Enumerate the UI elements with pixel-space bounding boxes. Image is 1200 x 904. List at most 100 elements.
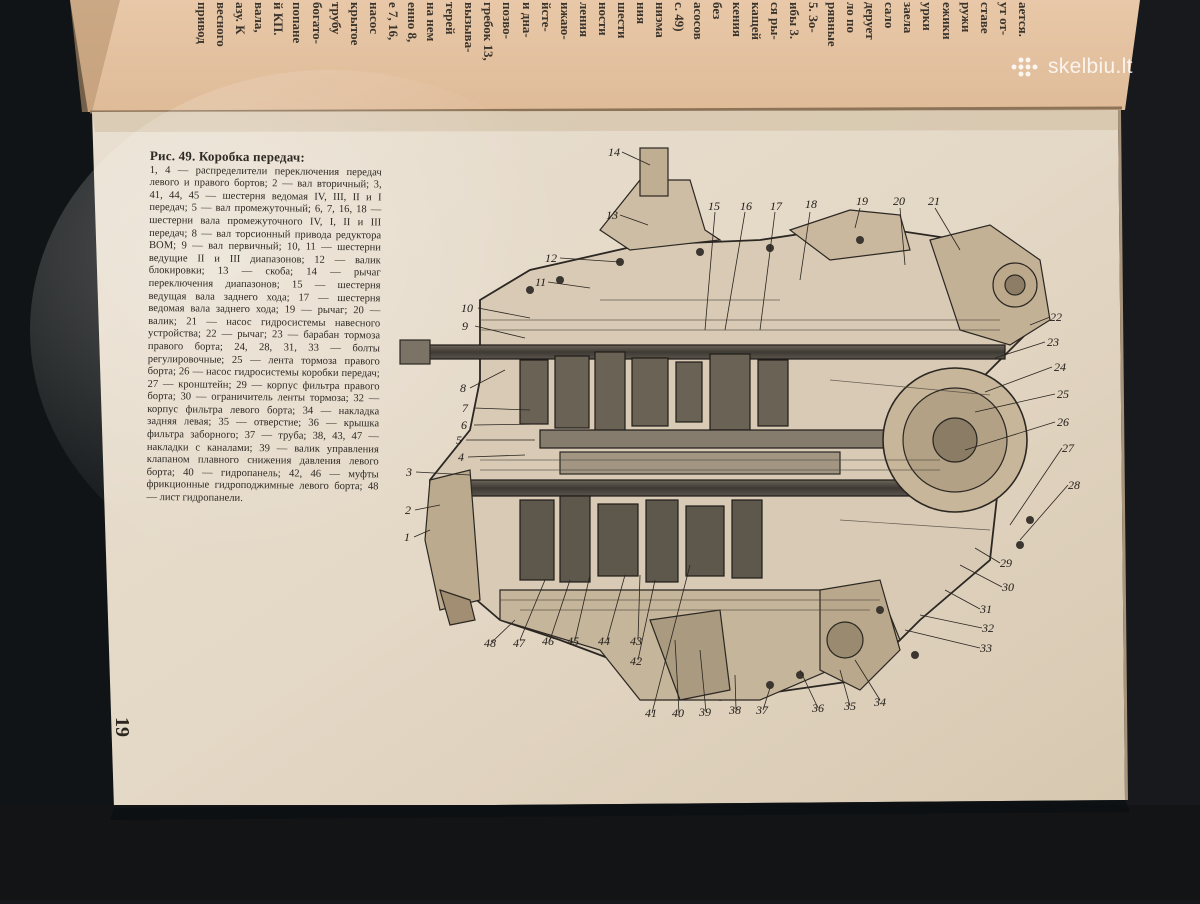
callout-43: 43	[630, 634, 642, 648]
top-page-fragment: и дна-	[519, 2, 535, 38]
top-page-fragment: 5. Зо-	[805, 2, 821, 33]
callout-41: 41	[645, 706, 657, 720]
top-page-fragment: гребок 13,	[481, 2, 497, 61]
top-page-fragment: е 7, 16,	[385, 2, 401, 41]
callout-46: 46	[542, 634, 554, 648]
top-page-fragment: весного	[214, 2, 230, 47]
callout-30: 30	[1001, 580, 1014, 594]
callout-34: 34	[873, 695, 886, 709]
callout-3: 3	[405, 465, 412, 479]
watermark-text: skelbiu.lt	[1048, 55, 1133, 78]
callout-22: 22	[1050, 310, 1062, 324]
callout-44: 44	[598, 634, 610, 648]
top-page-fragment: попане	[290, 2, 306, 44]
gearbox-illustration	[399, 147, 1069, 714]
callout-11: 11	[535, 275, 546, 289]
callout-31: 31	[979, 602, 992, 616]
callout-12: 12	[545, 251, 557, 265]
figure-caption: Рис. 49. Коробка передач: 1, 4 — распред…	[146, 148, 382, 507]
top-page-fragment: ижаю-	[557, 2, 573, 40]
watermark: skelbiu.lt	[1010, 52, 1180, 82]
top-page-fragment: урки	[920, 2, 936, 31]
top-page-fragment: трубу	[328, 2, 344, 35]
caption-title: Рис. 49. Коробка передач:	[149, 148, 306, 165]
callout-45: 45	[567, 634, 579, 648]
callout-26: 26	[1057, 415, 1069, 429]
callout-38: 38	[728, 703, 741, 717]
callout-21: 21	[928, 194, 940, 208]
callout-1: 1	[404, 530, 410, 544]
callout-20: 20	[893, 194, 905, 208]
top-page-fragment: ут от-	[996, 2, 1012, 36]
top-page-fragment: рявные	[825, 2, 840, 47]
top-page-fragment: вала,	[252, 2, 268, 33]
callout-36: 36	[811, 701, 824, 715]
callout-24: 24	[1054, 360, 1066, 374]
top-page-fragment: кения	[729, 2, 745, 37]
callout-labels: 14 13 12 11 10 9 8 7 6 5 4 3 2 1 15 16 1…	[404, 145, 1080, 720]
top-page-fragment: насос	[366, 2, 382, 35]
top-page-fragment: ружи	[958, 2, 974, 33]
top-page-fragment: дерует	[863, 2, 879, 40]
top-page-fragment: ления	[576, 2, 592, 38]
top-page-fragment: крытое	[347, 2, 363, 46]
caption-body: 1, 4 — распределители переключения перед…	[146, 164, 382, 505]
top-page-fragment: с. 49)	[672, 2, 688, 32]
top-page-fragment: ло по	[844, 2, 860, 34]
top-page-fragment: богато-	[309, 2, 325, 44]
callout-2: 2	[405, 503, 411, 517]
top-page-fragment: ся ры-	[767, 2, 783, 40]
callout-25: 25	[1057, 387, 1069, 401]
callout-10: 10	[461, 301, 473, 315]
page-number: 19	[111, 717, 133, 737]
callout-27: 27	[1062, 441, 1075, 455]
top-page-fragment: кащей	[748, 2, 764, 41]
callout-33: 33	[979, 641, 992, 655]
callout-18: 18	[805, 197, 817, 211]
callout-5: 5	[456, 433, 462, 447]
callout-14: 14	[608, 145, 620, 159]
top-page-fragment: ежики	[939, 2, 955, 40]
callout-8: 8	[460, 381, 466, 395]
top-page-fragment: ниэма	[653, 2, 669, 38]
top-page-fragment: терей	[443, 2, 459, 35]
top-page-fragment: й КП.	[271, 2, 287, 36]
top-page-fragment: без	[710, 2, 726, 20]
callout-13: 13	[606, 208, 618, 222]
callout-9: 9	[462, 319, 468, 333]
callout-19: 19	[856, 194, 868, 208]
callout-48: 48	[484, 636, 496, 650]
top-page-fragment: ается.	[1015, 2, 1031, 37]
dot-grid-icon	[1011, 57, 1038, 77]
callout-16: 16	[740, 199, 752, 213]
callout-15: 15	[708, 199, 720, 213]
callout-29: 29	[1000, 556, 1012, 570]
top-page-fragment: азу. К	[233, 2, 249, 35]
callout-6: 6	[461, 418, 467, 432]
callout-7: 7	[462, 401, 469, 415]
top-page-fragment: ибы 3.	[786, 2, 802, 40]
top-page-fragment: енно 8,	[405, 2, 420, 43]
top-page-fragment: вызыва-	[462, 2, 478, 53]
callout-32: 32	[981, 621, 994, 635]
top-page-fragment: на нем	[424, 2, 440, 42]
top-page-fragment: привод	[195, 2, 210, 44]
top-page-fragment: ставе	[977, 2, 993, 34]
callout-37: 37	[755, 703, 769, 717]
callout-28: 28	[1068, 478, 1080, 492]
top-page-fragment: сало	[882, 2, 898, 29]
callout-17: 17	[770, 199, 783, 213]
callout-39: 39	[698, 705, 711, 719]
callout-4: 4	[458, 450, 464, 464]
callout-23: 23	[1047, 335, 1059, 349]
callout-42: 42	[630, 654, 642, 668]
top-page-fragment: позво-	[500, 2, 516, 39]
callout-40: 40	[672, 706, 684, 720]
top-page-fragment: ния	[634, 2, 650, 25]
top-page-fragment: ности	[595, 2, 611, 36]
callout-35: 35	[843, 699, 856, 713]
top-page-fragment: заела	[901, 2, 917, 34]
